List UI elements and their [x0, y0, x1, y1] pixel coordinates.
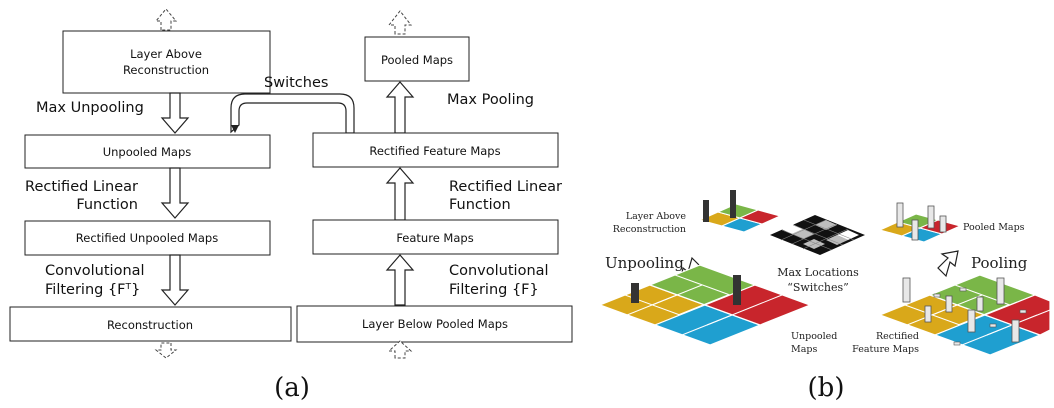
box-rectified-feature-label: Rectified Feature Maps [369, 144, 500, 158]
label-rlf-right-1: Rectified Linear [449, 179, 562, 195]
b-label-unpooled-1: Unpooled [791, 331, 837, 342]
box-rectified-unpooled-maps: Rectified Unpooled Maps [24, 220, 271, 256]
b-label-unpooled-2: Maps [791, 344, 817, 355]
dashed-down-arrow-left-bottom [154, 342, 178, 359]
label-switches: Switches [264, 75, 328, 91]
box-feature-maps: Feature Maps [312, 219, 559, 255]
dashed-up-arrow-right-bottom [387, 340, 413, 359]
bar-unpooled-dark-2 [733, 275, 741, 305]
label-conv-left-2: Filtering {Fᵀ} [45, 282, 140, 298]
down-arrow-unpool [160, 92, 190, 134]
dashed-up-arrow-left-top [154, 8, 178, 31]
b-label-max-locations-2: “Switches” [787, 281, 849, 294]
label-rlf-left-2: Function [76, 197, 138, 213]
bar-unpooled-dark-1 [631, 283, 639, 303]
b-label-rectified-2: Feature Maps [852, 344, 919, 355]
label-rlf-right-2: Function [449, 197, 511, 213]
box-pooled-maps-label: Pooled Maps [381, 53, 453, 67]
b-label-pooled-maps: Pooled Maps [963, 222, 1025, 233]
bar-pooled-2 [911, 219, 919, 241]
grid-rectified-feature-maps [878, 274, 1051, 356]
label-rlf-left-1: Rectified Linear [25, 179, 138, 195]
bar-dark-2 [730, 190, 736, 218]
box-rectified-feature-maps: Rectified Feature Maps [312, 132, 559, 168]
down-arrow-rectify-left [160, 167, 190, 219]
box-rectified-unpooled-label: Rectified Unpooled Maps [76, 231, 218, 245]
bar-pooled-1 [896, 202, 904, 228]
b-label-max-locations-1: Max Locations [777, 266, 859, 279]
switches-connector [230, 93, 355, 134]
box-layer-above-line2: Reconstruction [123, 63, 209, 77]
grid-unpooled-maps [598, 264, 812, 346]
bar-pooled-4 [939, 215, 947, 233]
label-max-unpooling: Max Unpooling [36, 100, 144, 116]
b-label-layer-above-2: Reconstruction [613, 224, 686, 235]
up-arrow-conv-right [385, 254, 415, 306]
caption-b: (b) [808, 373, 845, 403]
box-layer-below-pooled-maps: Layer Below Pooled Maps [296, 305, 573, 343]
box-pooled-maps: Pooled Maps [364, 36, 470, 82]
box-layer-below-label: Layer Below Pooled Maps [362, 317, 508, 331]
grid-switches [770, 215, 865, 255]
label-conv-left-1: Convolutional [45, 263, 145, 279]
grid-pooled-maps [878, 202, 962, 243]
box-feature-maps-label: Feature Maps [396, 231, 473, 245]
box-layer-above-reconstruction: Layer Above Reconstruction [62, 30, 271, 94]
bar-rect-5 [976, 296, 984, 312]
up-arrow-pool [385, 81, 415, 134]
bar-rect-3 [945, 295, 953, 313]
grid-layer-above [698, 190, 782, 233]
caption-a: (a) [274, 373, 310, 403]
label-conv-right-1: Convolutional [449, 263, 549, 279]
bar-pooled-3 [927, 205, 935, 229]
pooling-arrow-icon [937, 250, 959, 278]
label-max-pooling: Max Pooling [447, 92, 534, 108]
box-layer-above-line1: Layer Above [130, 47, 202, 61]
b-label-rectified-1: Rectified [876, 331, 919, 342]
dashed-up-arrow-right-top [387, 10, 413, 35]
bar-rect-2 [924, 305, 932, 323]
bar-rect-7 [1011, 319, 1020, 343]
b-label-pooling: Pooling [971, 254, 1028, 272]
b-label-unpooling: Unpooling [605, 254, 684, 272]
label-conv-right-2: Filtering {F} [449, 282, 539, 298]
bar-rect-4 [967, 309, 976, 333]
bar-dark-1 [703, 200, 709, 222]
box-reconstruction: Reconstruction [9, 306, 292, 342]
bar-rect-1 [902, 277, 911, 303]
box-reconstruction-label: Reconstruction [107, 318, 193, 332]
b-label-layer-above-1: Layer Above [626, 211, 687, 222]
switches-arrowhead [231, 125, 239, 133]
up-arrow-rectify-right [385, 167, 415, 221]
box-unpooled-maps-label: Unpooled Maps [103, 145, 192, 159]
bar-rect-6 [996, 277, 1005, 305]
box-unpooled-maps: Unpooled Maps [24, 134, 271, 169]
down-arrow-conv-left [160, 254, 190, 306]
